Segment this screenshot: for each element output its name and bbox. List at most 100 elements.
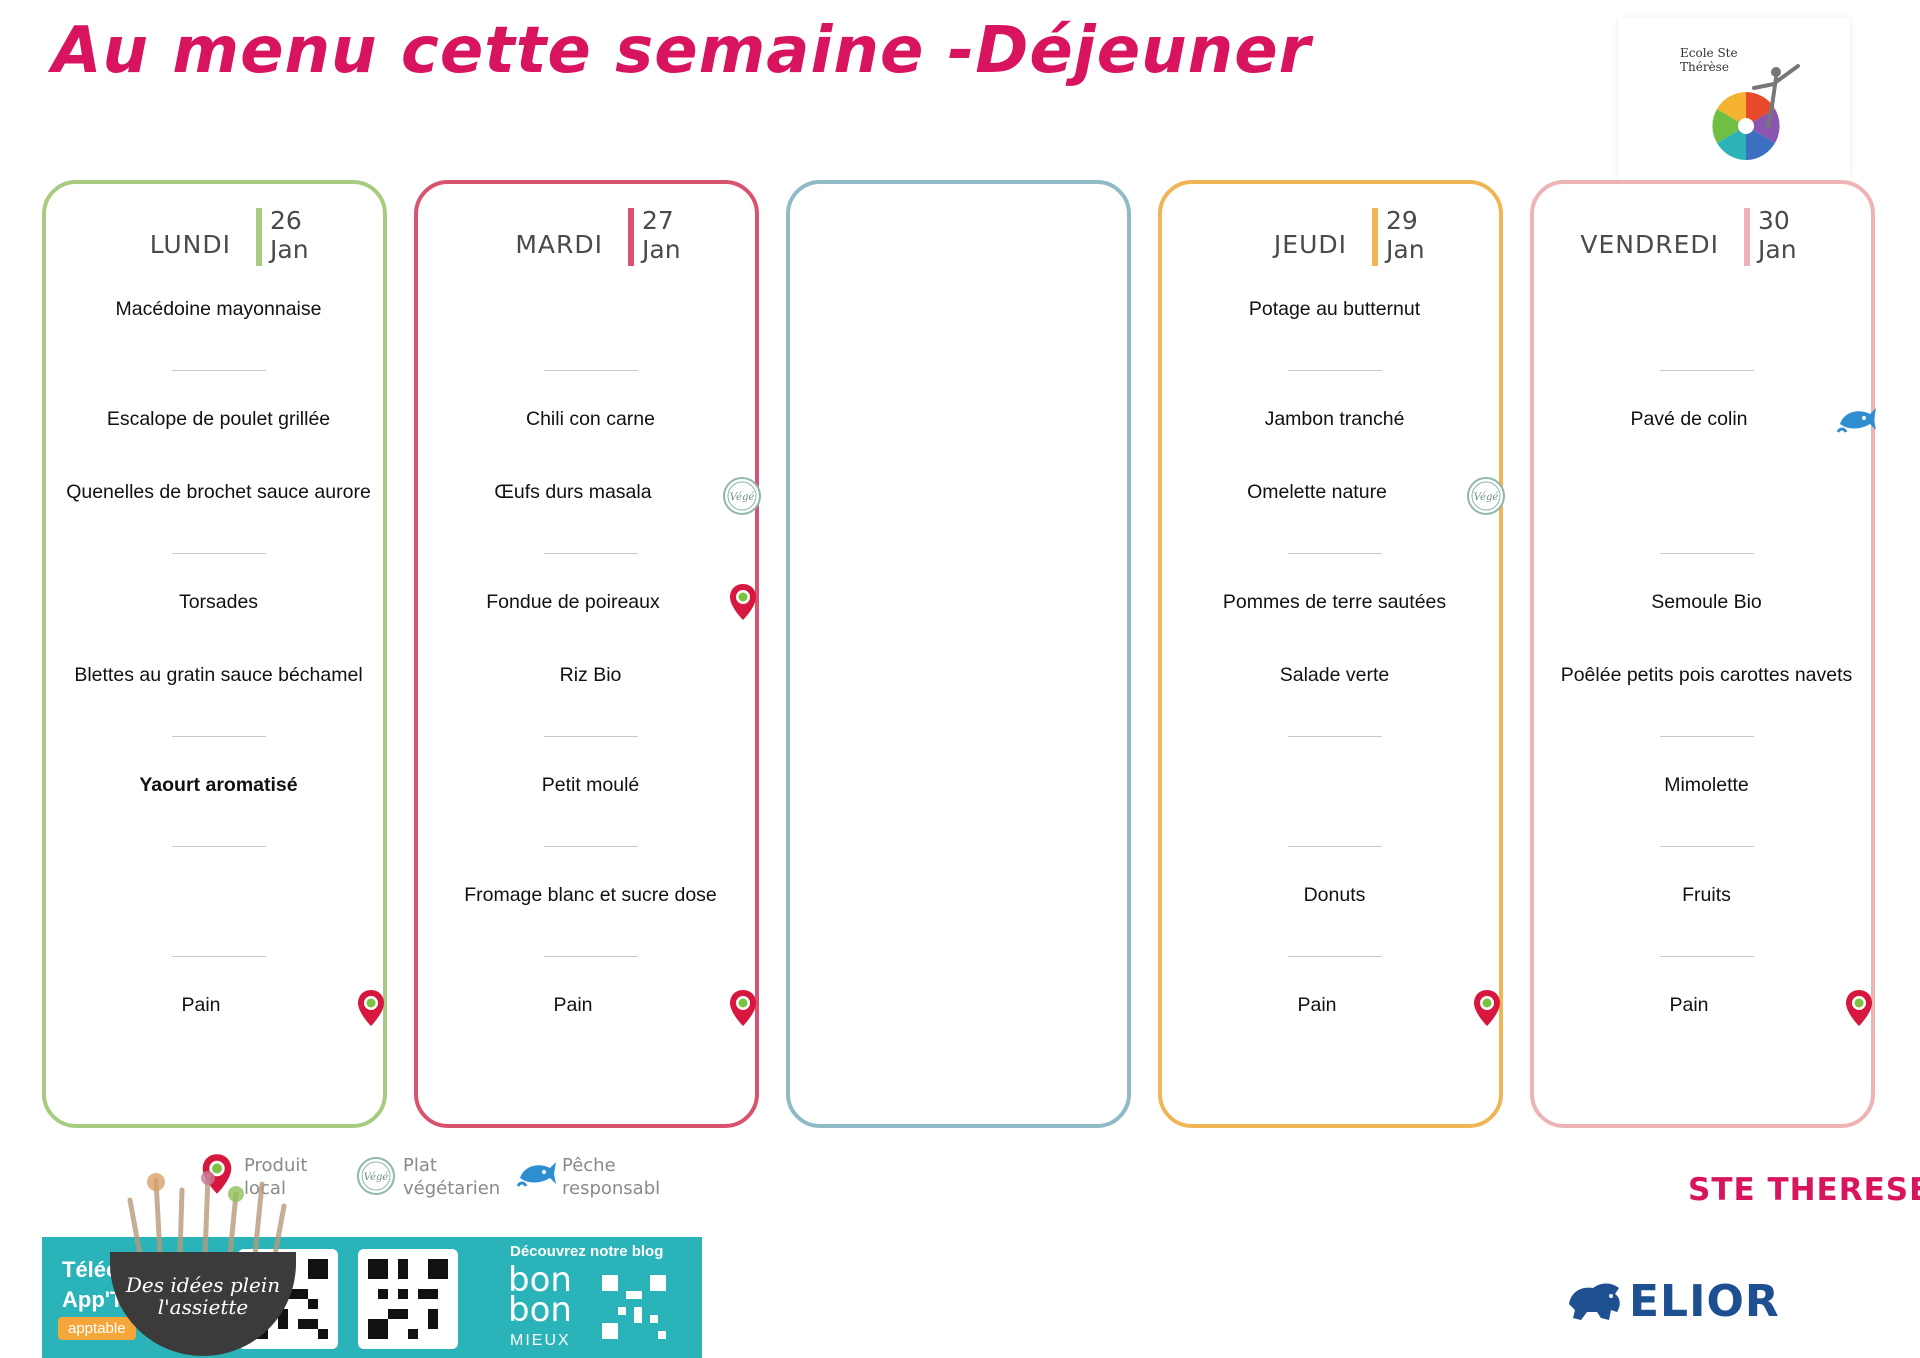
bonbon-logo: bon bon (508, 1263, 584, 1330)
dish-side-alt: Poêlée petits pois carottes navets (1560, 664, 1853, 686)
day-number: 27 (642, 206, 674, 235)
legend-fishing-icon (516, 1162, 556, 1187)
separator (544, 956, 638, 957)
dish-dessert: Donuts (1303, 884, 1366, 906)
separator (1660, 370, 1754, 371)
bowl-line-1: Des idées plein (125, 1273, 281, 1297)
app-store-button[interactable]: apptable (58, 1317, 136, 1340)
dish-starter: Potage au butternut (1248, 298, 1421, 320)
blog-title: Découvrez notre blog (510, 1243, 664, 1260)
day-name: VENDREDI (1580, 230, 1719, 259)
dish-main: Jambon tranché (1264, 408, 1405, 430)
legend-vege-line-1: Plat (403, 1155, 437, 1176)
bull-icon (1569, 1283, 1620, 1320)
day-card-thursday: JEUDI 29 Jan Potage au butternut Jambon … (1158, 180, 1505, 1128)
dish-main: Pavé de colin (1630, 408, 1748, 430)
svg-text:Végé: Végé (730, 492, 755, 503)
qr-pattern-icon (368, 1259, 448, 1339)
utensils-illustration-icon (127, 1171, 287, 1258)
dish-bread: Pain (1669, 994, 1709, 1016)
separator (544, 553, 638, 554)
bonbon-line-2: bon (508, 1290, 572, 1330)
separator (1288, 370, 1382, 371)
legend-fishing-label: Pêche responsabl (562, 1154, 660, 1200)
day-divider (1744, 208, 1750, 266)
dish-main-alt: Quenelles de brochet sauce aurore (66, 481, 371, 503)
bowl-logo-text: Des idées plein l'assiette (110, 1274, 296, 1318)
day-name: JEUDI (1273, 230, 1347, 259)
separator (172, 956, 266, 957)
legend-local-line-1: Produit (244, 1155, 308, 1176)
vegetarian-badge-icon: Végé (723, 477, 761, 515)
separator (172, 846, 266, 847)
day-card-tuesday: MARDI 27 Jan Chili con carne Œufs durs m… (414, 180, 761, 1128)
banner-line-1: Téléc (62, 1257, 119, 1282)
svg-text:Végé: Végé (1474, 492, 1499, 503)
day-card-friday: VENDREDI 30 Jan Pavé de colin Semoule Bi… (1530, 180, 1876, 1128)
dish-side: Torsades (178, 591, 259, 613)
local-product-pin-icon (1846, 990, 1872, 1026)
day-header: VENDREDI 30 Jan (1534, 196, 1871, 266)
dish-side: Semoule Bio (1651, 591, 1762, 613)
dish-main-alt: Omelette nature (1247, 481, 1387, 503)
separator (172, 736, 266, 737)
day-number: 29 (1386, 206, 1418, 235)
dish-main-alt: Œufs durs masala (494, 481, 652, 503)
dish-side: Fondue de poireaux (486, 591, 660, 613)
elior-logo: ELIOR (1565, 1270, 1779, 1330)
separator (1660, 846, 1754, 847)
day-header: MARDI 27 Jan (418, 196, 755, 266)
local-product-pin-icon (730, 990, 756, 1026)
separator (544, 846, 638, 847)
legend-fish-line-1: Pêche (562, 1155, 616, 1176)
legend-vege-line-2: végétarien (403, 1178, 501, 1199)
separator (1288, 846, 1382, 847)
school-logo: Ecole Ste Thérèse (1618, 18, 1850, 180)
dish-side-alt: Blettes au gratin sauce béchamel (74, 664, 363, 686)
elior-text: ELIOR (1629, 1276, 1780, 1327)
qr-code-3[interactable] (594, 1267, 674, 1347)
banner-line-2: App'T (62, 1287, 124, 1312)
day-month: Jan (1386, 235, 1425, 264)
dish-dessert: Fruits (1682, 884, 1731, 906)
separator (1660, 553, 1754, 554)
day-month: Jan (270, 235, 309, 264)
day-header: JEUDI 29 Jan (1162, 196, 1499, 266)
separator (544, 736, 638, 737)
day-header: LUNDI 26 Jan (46, 196, 383, 266)
local-product-pin-icon (730, 584, 756, 620)
day-month: Jan (1758, 235, 1797, 264)
day-name: MARDI (515, 230, 603, 259)
dish-dairy: Mimolette (1664, 774, 1749, 796)
dish-side-alt: Salade verte (1279, 664, 1390, 686)
dish-dairy: Yaourt aromatisé (139, 774, 298, 796)
day-name: LUNDI (149, 230, 231, 259)
dish-dessert: Fromage blanc et sucre dose (464, 884, 717, 906)
svg-text:Végé: Végé (364, 1172, 389, 1183)
qr-code-2[interactable] (358, 1249, 458, 1349)
day-card-wednesday-empty (786, 180, 1131, 1128)
dish-main: Escalope de poulet grillée (106, 408, 331, 430)
responsible-fishing-icon (1836, 408, 1876, 433)
site-name: STE THERESE (1688, 1172, 1920, 1208)
dish-starter: Macédoine mayonnaise (115, 298, 322, 320)
dish-side-alt: Riz Bio (559, 664, 622, 686)
legend-vegetarian-icon: Végé (357, 1157, 395, 1195)
separator (172, 370, 266, 371)
page-title: Au menu cette semaine -Déjeuner (52, 14, 1312, 88)
banner-download-text: Téléc App'T (62, 1255, 123, 1315)
dish-bread: Pain (181, 994, 221, 1016)
separator (1660, 736, 1754, 737)
local-product-pin-icon (1474, 990, 1500, 1026)
local-product-pin-icon (358, 990, 384, 1026)
legend-vegetarian-label: Plat végétarien (403, 1154, 500, 1200)
dish-side: Pommes de terre sautées (1222, 591, 1447, 613)
dish-bread: Pain (553, 994, 593, 1016)
day-divider (1372, 208, 1378, 266)
day-number: 30 (1758, 206, 1790, 235)
color-wheel-icon (1712, 64, 1800, 160)
day-divider (256, 208, 262, 266)
qr-pattern-icon (602, 1275, 666, 1339)
separator (1660, 956, 1754, 957)
separator (1288, 956, 1382, 957)
